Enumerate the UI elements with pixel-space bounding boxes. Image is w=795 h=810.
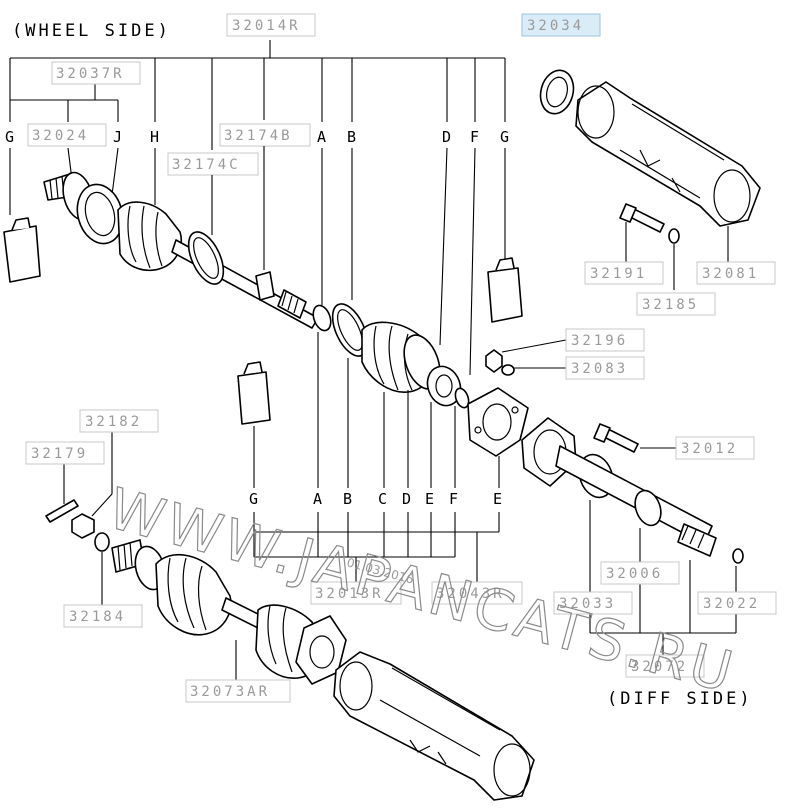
grease-tube-right	[487, 257, 523, 323]
nut-32196	[485, 339, 567, 373]
svg-text:32174C: 32174C	[172, 157, 241, 173]
diff-side-label: (DIFF SIDE)	[607, 689, 753, 709]
cotter-pin-32179	[45, 464, 79, 523]
svg-text:32081: 32081	[702, 266, 759, 282]
svg-text:32014R: 32014R	[232, 18, 301, 34]
letter-g-left: G	[5, 128, 14, 146]
letter-a-top: A	[317, 128, 326, 146]
label-32043R[interactable]: 32043R	[431, 581, 523, 605]
letter-b-bottom: B	[343, 490, 352, 508]
upper-drive-shaft	[43, 171, 529, 457]
label-32196[interactable]: 32196	[565, 328, 645, 352]
lower-intermediate-housing	[333, 651, 535, 801]
lower-drive-shaft-assembly-32073AR	[111, 539, 347, 685]
label-32014R[interactable]: 32014R	[226, 13, 316, 37]
letter-b-top: B	[347, 128, 356, 146]
letter-g-right: G	[500, 128, 509, 146]
label-32006[interactable]: 32006	[600, 561, 680, 585]
svg-text:32013R: 32013R	[315, 586, 384, 602]
svg-text:32083: 32083	[571, 361, 628, 377]
washer-32083	[501, 364, 566, 376]
svg-text:32033: 32033	[559, 596, 616, 612]
bottom-letter-row: G A B C D E F E	[249, 490, 502, 508]
label-32184[interactable]: 32184	[63, 604, 143, 628]
letter-e-bottom: E	[425, 490, 434, 508]
label-32012[interactable]: 32012	[675, 436, 755, 460]
inner-shaft-32072	[521, 417, 744, 564]
letter-g-bottom: G	[249, 490, 258, 508]
top-bracket-lines	[9, 40, 506, 150]
top-letter-row: G J H A B D F G	[5, 128, 509, 146]
label-32081[interactable]: 32081	[696, 261, 776, 285]
letter-a-bottom: A	[313, 490, 322, 508]
label-32191[interactable]: 32191	[584, 261, 664, 285]
letter-d-bottom: D	[402, 490, 411, 508]
washer-32184	[94, 532, 110, 605]
wheel-side-label: (WHEEL SIDE)	[12, 21, 171, 41]
top-leader-lines	[9, 146, 506, 376]
svg-text:32024: 32024	[32, 128, 89, 144]
bottom-leader-lines	[253, 332, 500, 488]
bolt-32012	[593, 423, 676, 453]
svg-text:32034: 32034	[527, 18, 584, 34]
label-32037R[interactable]: 32037R	[51, 61, 141, 85]
label-32083[interactable]: 32083	[565, 356, 645, 380]
grease-tube-center	[237, 361, 271, 425]
svg-text:32022: 32022	[703, 596, 760, 612]
label-32174B[interactable]: 32174B	[219, 123, 311, 147]
svg-text:32037R: 32037R	[56, 66, 125, 82]
letter-e2-bottom: E	[493, 490, 502, 508]
seal-32034	[539, 69, 575, 115]
svg-text:32191: 32191	[590, 266, 647, 282]
letter-c-bottom: C	[378, 490, 387, 508]
bolt-32191	[619, 203, 665, 262]
svg-text:32196: 32196	[571, 333, 628, 349]
svg-text:32006: 32006	[606, 566, 663, 582]
bottom-bracket-lines	[253, 512, 500, 582]
svg-text:32182: 32182	[85, 414, 142, 430]
svg-text:32012: 32012	[681, 441, 738, 457]
label-32174C[interactable]: 32174C	[167, 152, 259, 176]
svg-text:32073AR: 32073AR	[190, 684, 270, 700]
label-32179[interactable]: 32179	[25, 441, 105, 465]
svg-text:32179: 32179	[31, 446, 88, 462]
label-32185[interactable]: 32185	[636, 292, 716, 316]
castle-nut-32182	[71, 432, 113, 539]
letter-f-bottom: F	[449, 490, 458, 508]
letter-f-top: F	[470, 128, 479, 146]
label-32182[interactable]: 32182	[79, 409, 159, 433]
letter-d-top: D	[442, 128, 451, 146]
label-32024[interactable]: 32024	[27, 123, 107, 147]
label-32073AR[interactable]: 32073AR	[185, 679, 291, 703]
label-32033[interactable]: 32033	[553, 591, 633, 615]
label-32072[interactable]: 32072	[625, 654, 705, 678]
letter-h: H	[150, 128, 159, 146]
letter-j: J	[113, 128, 122, 146]
label-32034[interactable]: 32034	[521, 13, 601, 37]
label-32022[interactable]: 32022	[697, 591, 777, 615]
svg-text:32184: 32184	[69, 609, 126, 625]
svg-text:32185: 32185	[642, 297, 699, 313]
intermediate-housing-32081	[575, 81, 761, 227]
label-32013R[interactable]: 32013R	[310, 581, 402, 605]
svg-text:32072: 32072	[631, 659, 688, 675]
washer-32185	[668, 228, 680, 290]
svg-text:32043R: 32043R	[436, 586, 505, 602]
svg-text:32174B: 32174B	[224, 128, 293, 144]
grease-tube-left	[3, 217, 41, 283]
